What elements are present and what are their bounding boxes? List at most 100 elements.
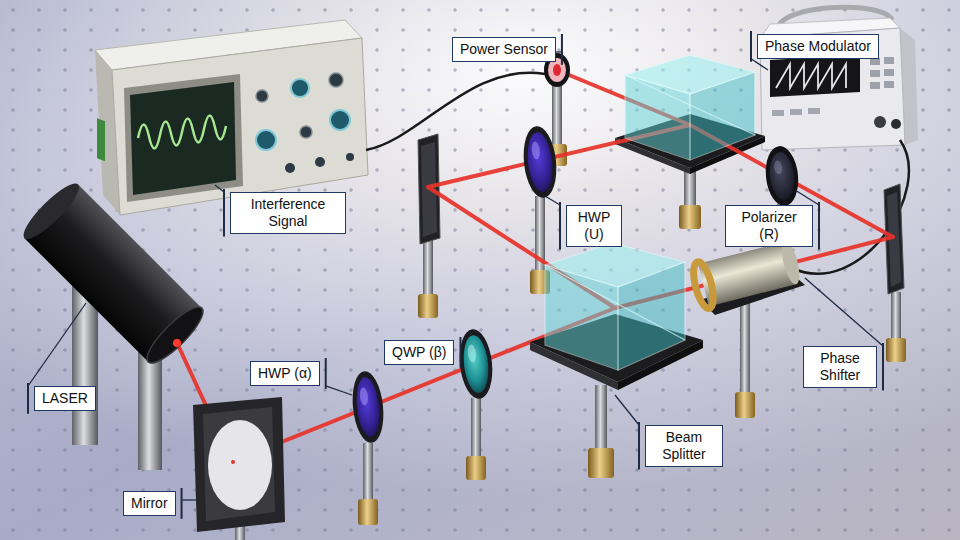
steering-mirrors xyxy=(418,134,904,294)
leader-line xyxy=(615,395,639,425)
front-posts-part xyxy=(588,448,614,478)
laser-head xyxy=(17,177,209,470)
callout-label: QWP (β) xyxy=(384,340,454,365)
oscilloscope xyxy=(95,20,368,215)
half-wave-plate-u-part xyxy=(520,125,559,200)
leader-bar xyxy=(459,337,461,368)
phase-shifter xyxy=(690,238,805,315)
oscilloscope-part xyxy=(130,82,236,195)
phase-modulator-part xyxy=(760,28,905,150)
callout-text: Beam Splitter xyxy=(653,429,715,463)
front-posts-part xyxy=(363,443,373,503)
back-posts-part xyxy=(552,86,562,148)
back-posts-part xyxy=(679,205,701,229)
callout-text: Power Sensor xyxy=(460,41,548,58)
upper-beam-splitter-part xyxy=(625,75,690,160)
upper-beam-splitter-part xyxy=(625,75,755,135)
half-wave-plate-alpha-part xyxy=(349,370,386,445)
callout-label: Phase Shifter xyxy=(803,346,877,388)
oscilloscope-part xyxy=(97,118,105,161)
leader-bar xyxy=(750,31,752,62)
polarizer-r-part xyxy=(773,160,782,175)
callout-label: HWP (α) xyxy=(250,361,320,386)
leader-bar xyxy=(561,34,563,65)
oscilloscope-part xyxy=(256,90,268,102)
back-posts-part xyxy=(418,294,438,318)
callout-text: Phase Shifter xyxy=(811,350,869,384)
fold-mirror-part xyxy=(208,420,272,510)
leader-bar xyxy=(638,422,640,470)
signal-cables-part xyxy=(366,73,545,150)
lower-beam-splitter-part xyxy=(618,262,685,370)
half-wave-plate-alpha-part xyxy=(359,387,369,406)
front-posts-part xyxy=(595,385,607,453)
leader-line xyxy=(460,355,462,356)
half-wave-plate-alpha xyxy=(349,370,386,445)
oscilloscope-part xyxy=(291,79,309,97)
back-posts-part xyxy=(423,240,433,298)
front-posts-part xyxy=(471,398,481,460)
phase-modulator-part xyxy=(790,109,802,115)
phase-modulator-part xyxy=(884,81,894,88)
signal-cables xyxy=(366,73,909,274)
leader-line xyxy=(751,59,768,70)
leader-line xyxy=(326,386,352,395)
callout-text: Phase Modulator xyxy=(765,38,871,55)
callout-label: Mirror xyxy=(123,491,176,516)
callout-label: Interference Signal xyxy=(230,192,346,234)
leader-bar xyxy=(325,358,327,389)
front-posts-part xyxy=(740,296,750,396)
quarter-wave-plate-beta xyxy=(456,328,495,401)
quarter-wave-plate-beta-part xyxy=(467,344,477,363)
callout-text: Mirror xyxy=(131,495,168,512)
lower-beam-splitter-part xyxy=(545,265,618,370)
phase-modulator-part xyxy=(874,116,886,128)
phase-modulator-part xyxy=(870,82,880,89)
half-wave-plate-u xyxy=(520,125,559,200)
front-posts-part xyxy=(358,499,378,525)
half-wave-plate-u-part xyxy=(531,141,541,160)
front-posts-part xyxy=(735,392,755,418)
lower-beam-splitter xyxy=(545,243,685,370)
half-wave-plate-alpha-part xyxy=(354,376,382,438)
phase-modulator-part xyxy=(776,64,846,88)
callout-label: Polarizer (R) xyxy=(725,205,813,247)
phase-modulator-part xyxy=(808,108,820,114)
laser-head-part-part xyxy=(140,300,209,369)
laser-head-part-part xyxy=(17,177,85,245)
callout-label: HWP (U) xyxy=(566,205,622,247)
leader-line xyxy=(556,51,562,52)
quarter-wave-plate-beta-part xyxy=(461,334,491,394)
callout-text: LASER xyxy=(42,390,88,407)
oscilloscope-part xyxy=(315,157,325,167)
oscilloscope-part xyxy=(112,38,368,215)
back-posts-part xyxy=(886,338,906,362)
oscilloscope-part xyxy=(346,153,354,161)
oscilloscope-part xyxy=(285,163,295,173)
polarizer-r-part xyxy=(768,151,797,201)
callout-label: Phase Modulator xyxy=(757,34,879,59)
leader-bar xyxy=(882,343,884,391)
upper-beam-splitter xyxy=(625,55,755,160)
lower-beam-splitter-part xyxy=(545,265,685,340)
leader-line xyxy=(545,196,560,205)
phase-modulator-part xyxy=(870,58,880,65)
leader-line xyxy=(182,499,198,500)
leader-line xyxy=(215,185,224,192)
leader-line xyxy=(28,303,86,386)
leader-bar xyxy=(27,383,29,414)
callout-label: Power Sensor xyxy=(452,37,556,62)
leader-line xyxy=(805,278,883,346)
polarizer-r xyxy=(763,144,801,207)
leader-line xyxy=(795,190,819,205)
phase-modulator-part xyxy=(870,70,880,77)
callout-text: HWP (α) xyxy=(258,365,312,382)
phase-shifter-part-part xyxy=(778,240,802,286)
phase-shifter-part-part xyxy=(690,260,717,310)
leader-bar xyxy=(559,202,561,250)
